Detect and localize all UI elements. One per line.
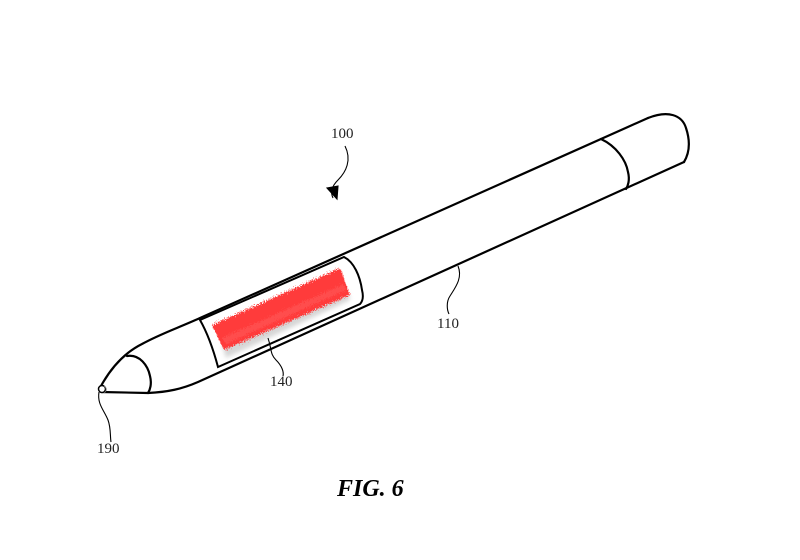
- leader-lines: [98, 145, 461, 443]
- display-window: [198, 255, 364, 369]
- leader-110: [446, 265, 461, 315]
- pen-body: [99, 113, 690, 395]
- pen-tip: [97, 384, 107, 394]
- arrowhead-100: [325, 185, 339, 201]
- leader-140: [267, 337, 284, 377]
- ref-label-140: 140: [270, 374, 293, 390]
- pen-end-cap: [646, 113, 690, 164]
- ref-label-100: 100: [331, 126, 354, 142]
- leader-190: [98, 391, 112, 443]
- nib-arc: [125, 354, 152, 395]
- cap-band: [599, 137, 630, 191]
- pen-top-edge: [99, 116, 650, 388]
- pen-bottom-edge: [99, 160, 686, 395]
- ref-label-110: 110: [437, 316, 459, 332]
- ref-label-190: 190: [97, 441, 120, 457]
- figure-caption: FIG. 6: [336, 476, 404, 502]
